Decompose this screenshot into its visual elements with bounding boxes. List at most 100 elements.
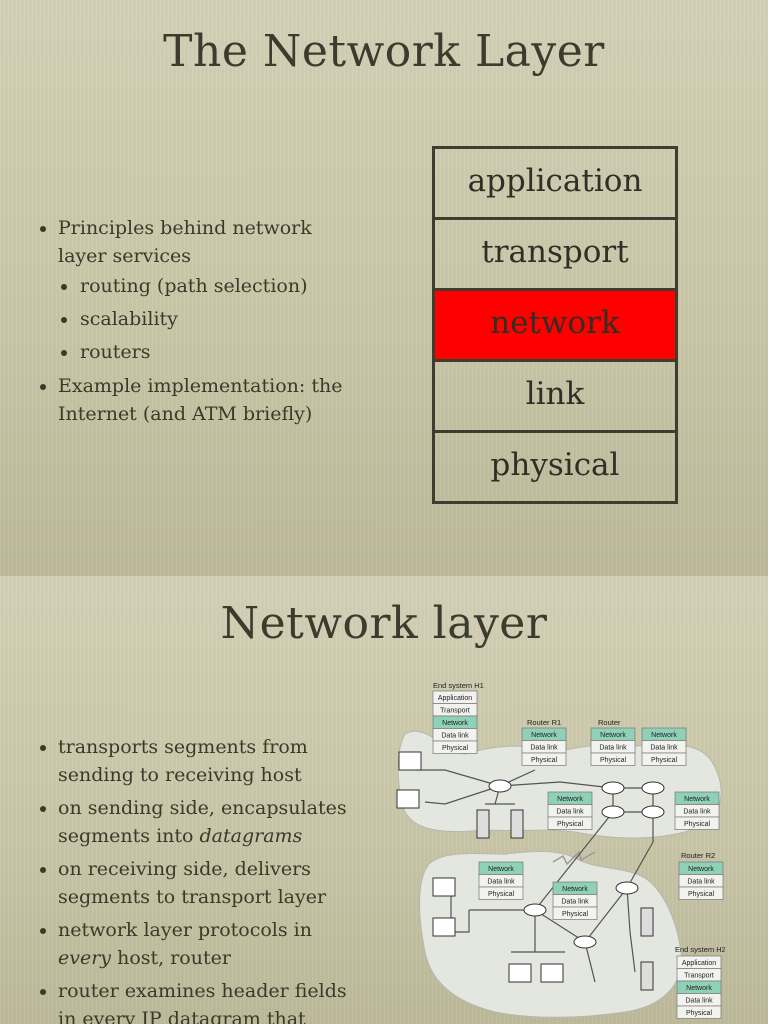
router-label: Router xyxy=(598,718,621,727)
stack-layer-application: application xyxy=(432,146,678,220)
computer-icon xyxy=(398,751,422,771)
stack-row-label: Data link xyxy=(530,745,558,752)
stack-row-label: Network xyxy=(557,796,583,803)
router-icon xyxy=(488,779,512,793)
stack-row-label: Physical xyxy=(686,1010,713,1017)
router-r2-label: Router R2 xyxy=(681,851,715,860)
stack-row-label: Network xyxy=(684,796,710,803)
stack-row xyxy=(676,1005,722,1019)
stack-row-label: Data link xyxy=(561,899,589,906)
stack-row-label: Network xyxy=(686,985,712,992)
stack-row-label: Physical xyxy=(531,757,558,764)
stack-row-label: Physical xyxy=(442,745,469,752)
stack-layer-label: link xyxy=(525,376,585,412)
stack-row-label: Network xyxy=(651,732,677,739)
sub-bullet-item: routers xyxy=(38,336,398,369)
end-system-h2-label: End system H2 xyxy=(675,945,725,954)
stack-row-label: Network xyxy=(600,732,626,739)
stack-row-label: Transport xyxy=(684,973,714,980)
router-icon xyxy=(573,935,597,949)
sub-bullet-item: routing (path selection) xyxy=(38,270,398,303)
hosts xyxy=(396,751,654,991)
stack-row-label: Network xyxy=(562,886,588,893)
stack-row-label: Data link xyxy=(683,809,711,816)
stack-row xyxy=(552,906,598,920)
stack-row xyxy=(590,752,636,766)
stack-row-label: Physical xyxy=(600,757,627,764)
stack-layer-label: physical xyxy=(490,447,620,483)
wireless-link xyxy=(552,850,596,866)
stack-layer-physical: physical xyxy=(432,430,678,504)
protocol-stack: application transport network link physical xyxy=(432,146,678,504)
slide-title: Network layer xyxy=(220,598,548,649)
stack-row xyxy=(674,816,720,830)
stack-row-label: Data link xyxy=(441,733,469,740)
stack-row-label: Data link xyxy=(685,998,713,1005)
server-icon xyxy=(640,961,654,991)
stack-row xyxy=(478,886,524,900)
stack-row xyxy=(547,816,593,830)
router-r1-label: Router R1 xyxy=(527,718,561,727)
stack-row-label: Physical xyxy=(688,891,715,898)
stack-row-label: Transport xyxy=(440,708,470,715)
stack-row-label: Network xyxy=(488,866,514,873)
stack-row-label: Physical xyxy=(651,757,678,764)
stack-layer-link: link xyxy=(432,359,678,433)
stack-row-label: Data link xyxy=(599,745,627,752)
router-icon xyxy=(523,903,547,917)
stack-row-label: Physical xyxy=(488,891,515,898)
stack-row-label: Application xyxy=(682,960,716,967)
router-icon xyxy=(601,781,625,795)
router-icon xyxy=(641,805,665,819)
stack-row xyxy=(678,886,724,900)
computer-icon xyxy=(432,917,456,937)
stack-row xyxy=(432,740,478,754)
router-icon xyxy=(601,805,625,819)
stack-row-label: Network xyxy=(531,732,557,739)
stack-row-label: Physical xyxy=(562,911,589,918)
stack-row xyxy=(521,752,567,766)
sub-bullet-item: scalability xyxy=(38,303,398,336)
stack-row-label: Application xyxy=(438,695,472,702)
stack-row-label: Data link xyxy=(650,745,678,752)
routers xyxy=(488,779,665,949)
stack-row-label: Physical xyxy=(684,821,711,828)
stack-layer-label: application xyxy=(467,163,643,199)
computer-icon xyxy=(432,877,456,897)
server-icon xyxy=(510,809,524,839)
router-icon xyxy=(615,881,639,895)
computer-icon xyxy=(396,789,420,809)
stack-row-label: Physical xyxy=(557,821,584,828)
stack-layer-label: network xyxy=(490,305,620,341)
stack-layer-network: network xyxy=(432,288,678,362)
stack-layer-label: transport xyxy=(481,234,629,270)
stack-row-label: Data link xyxy=(487,879,515,886)
router-icon xyxy=(641,781,665,795)
stack-row-label: Network xyxy=(442,720,468,727)
end-system-h1-label: End system H1 xyxy=(433,682,484,690)
stack-row xyxy=(641,752,687,766)
computer-icon xyxy=(508,963,532,983)
slide-title: The Network Layer xyxy=(163,26,605,77)
slide-network-layer-overview: The Network Layer Principles behind netw… xyxy=(0,0,768,576)
computer-icon xyxy=(540,963,564,983)
